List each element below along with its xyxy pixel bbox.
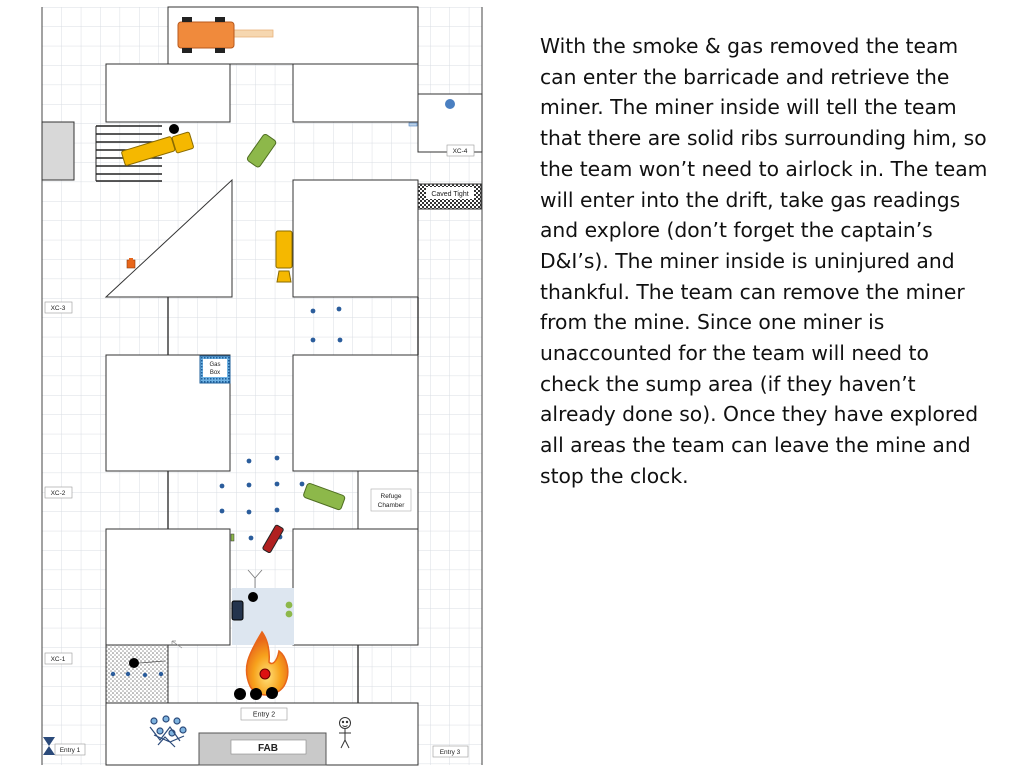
gas-box: Gas Box bbox=[199, 355, 231, 384]
scenario-narrative: With the smoke & gas removed the team ca… bbox=[540, 34, 988, 488]
pillars bbox=[41, 6, 483, 766]
xc3-label: XC-3 bbox=[51, 305, 66, 312]
pillar bbox=[105, 63, 231, 123]
entry3-tag bbox=[432, 745, 469, 758]
entry1-label: Entry 1 bbox=[60, 747, 81, 754]
water-dots bbox=[310, 306, 343, 343]
green-equipment-icon bbox=[246, 133, 277, 168]
refuge-label-1: Refuge bbox=[381, 493, 402, 500]
entry3-label: Entry 3 bbox=[440, 749, 461, 756]
pillar bbox=[292, 179, 419, 298]
pillar bbox=[292, 528, 419, 646]
shuttle-car-icon bbox=[275, 230, 293, 283]
pillar bbox=[105, 528, 231, 646]
wall-lines bbox=[167, 297, 419, 703]
scoop-icon bbox=[121, 136, 176, 166]
refuge-label-2: Chamber bbox=[378, 502, 406, 509]
fire-icon bbox=[234, 630, 289, 700]
gas-box-label-2: Box bbox=[210, 370, 220, 376]
water-dots bbox=[219, 455, 305, 541]
entry2-label: Entry 2 bbox=[253, 712, 275, 719]
barricade-items bbox=[231, 569, 293, 621]
fab-label: FAB bbox=[258, 743, 278, 754]
mine-map: Caved Tight XC-4 XC-3 XC-2 XC-1 bbox=[41, 6, 483, 766]
crosscut-labels: XC-4 XC-3 XC-2 XC-1 bbox=[44, 144, 475, 665]
water-drop-icon bbox=[445, 99, 455, 109]
scoop-bucket-icon bbox=[171, 131, 194, 154]
refuge-tag bbox=[370, 488, 412, 512]
rescue-team-icon bbox=[149, 715, 187, 748]
stick-figure-icon bbox=[339, 717, 351, 749]
first-aid-icon bbox=[126, 258, 136, 269]
truck-icon bbox=[177, 17, 274, 53]
sump-items bbox=[110, 640, 183, 678]
xc4-label: XC-4 bbox=[453, 148, 468, 155]
entry1-tag bbox=[54, 743, 86, 756]
fab-tag bbox=[230, 739, 307, 755]
small-marker-icon bbox=[408, 122, 418, 127]
small-green-marker-icon bbox=[230, 533, 235, 542]
pillar bbox=[292, 63, 419, 123]
sump-area bbox=[105, 644, 169, 704]
fire-extinguisher-icon bbox=[262, 524, 284, 554]
pillar bbox=[292, 354, 419, 472]
caved-tight-label: Caved Tight bbox=[431, 191, 468, 198]
entry2-tag bbox=[240, 707, 288, 721]
hourglass-icon bbox=[43, 737, 55, 755]
pillar bbox=[41, 121, 75, 181]
xc2-label: XC-2 bbox=[51, 490, 66, 497]
miner-icon bbox=[169, 124, 179, 134]
pillar-diagonal bbox=[104, 178, 233, 298]
gas-box-label-1: Gas bbox=[209, 362, 220, 368]
caved-tight-tag bbox=[426, 187, 474, 199]
xc1-label: XC-1 bbox=[51, 656, 66, 663]
green-equipment-icon bbox=[303, 482, 346, 511]
